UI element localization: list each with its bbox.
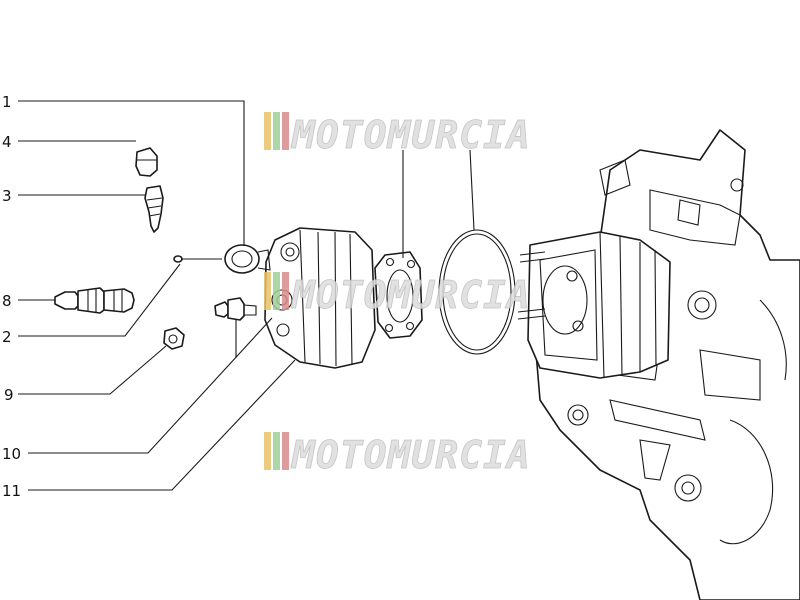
nut [163, 327, 185, 350]
watermark-stripe [282, 112, 289, 150]
leader-2 [18, 263, 181, 337]
watermark-text: MOTOMURCIA [290, 273, 531, 317]
callout-10: 10 [2, 445, 21, 463]
temperature-sensor [214, 297, 257, 358]
watermark-text: MOTOMURCIA [290, 433, 531, 477]
leader-11 [28, 359, 296, 491]
leader-o-ring [469, 149, 475, 231]
cylinder-block [527, 231, 671, 379]
valve [144, 185, 164, 233]
callout-3: 3 [2, 187, 12, 205]
cylinder-studs [517, 251, 546, 320]
watermark-stripe [264, 112, 271, 150]
callout-1: 1 [2, 93, 12, 111]
watermark-stripe [264, 432, 271, 470]
o-ring [438, 229, 516, 355]
callout-11: 11 [2, 482, 21, 500]
leader-9 [18, 345, 167, 395]
spark-plug [54, 287, 135, 314]
callout-8: 8 [2, 292, 12, 310]
screw [173, 255, 222, 263]
leader-lines [18, 100, 475, 491]
cap [135, 147, 158, 177]
leader-1 [18, 100, 245, 246]
callout-2: 2 [2, 328, 12, 346]
callout-4: 4 [2, 133, 12, 151]
thermostat [224, 244, 271, 274]
watermark-text: MOTOMURCIA [290, 113, 531, 157]
watermark-stripe [273, 432, 280, 470]
watermark-stripe [273, 112, 280, 150]
leader-10 [28, 317, 273, 454]
watermark-top: MOTOMURCIA [264, 112, 531, 157]
head-gasket [374, 251, 423, 339]
watermark-bottom: MOTOMURCIA [264, 432, 531, 477]
watermark-stripe [264, 272, 271, 310]
watermark-stripe [282, 272, 289, 310]
watermark-stripe [273, 272, 280, 310]
watermark-middle: MOTOMURCIA [264, 272, 531, 317]
callout-9: 9 [4, 386, 14, 404]
callout-labels: 1 4 3 8 2 9 10 11 [2, 93, 21, 500]
watermark-stripe [282, 432, 289, 470]
